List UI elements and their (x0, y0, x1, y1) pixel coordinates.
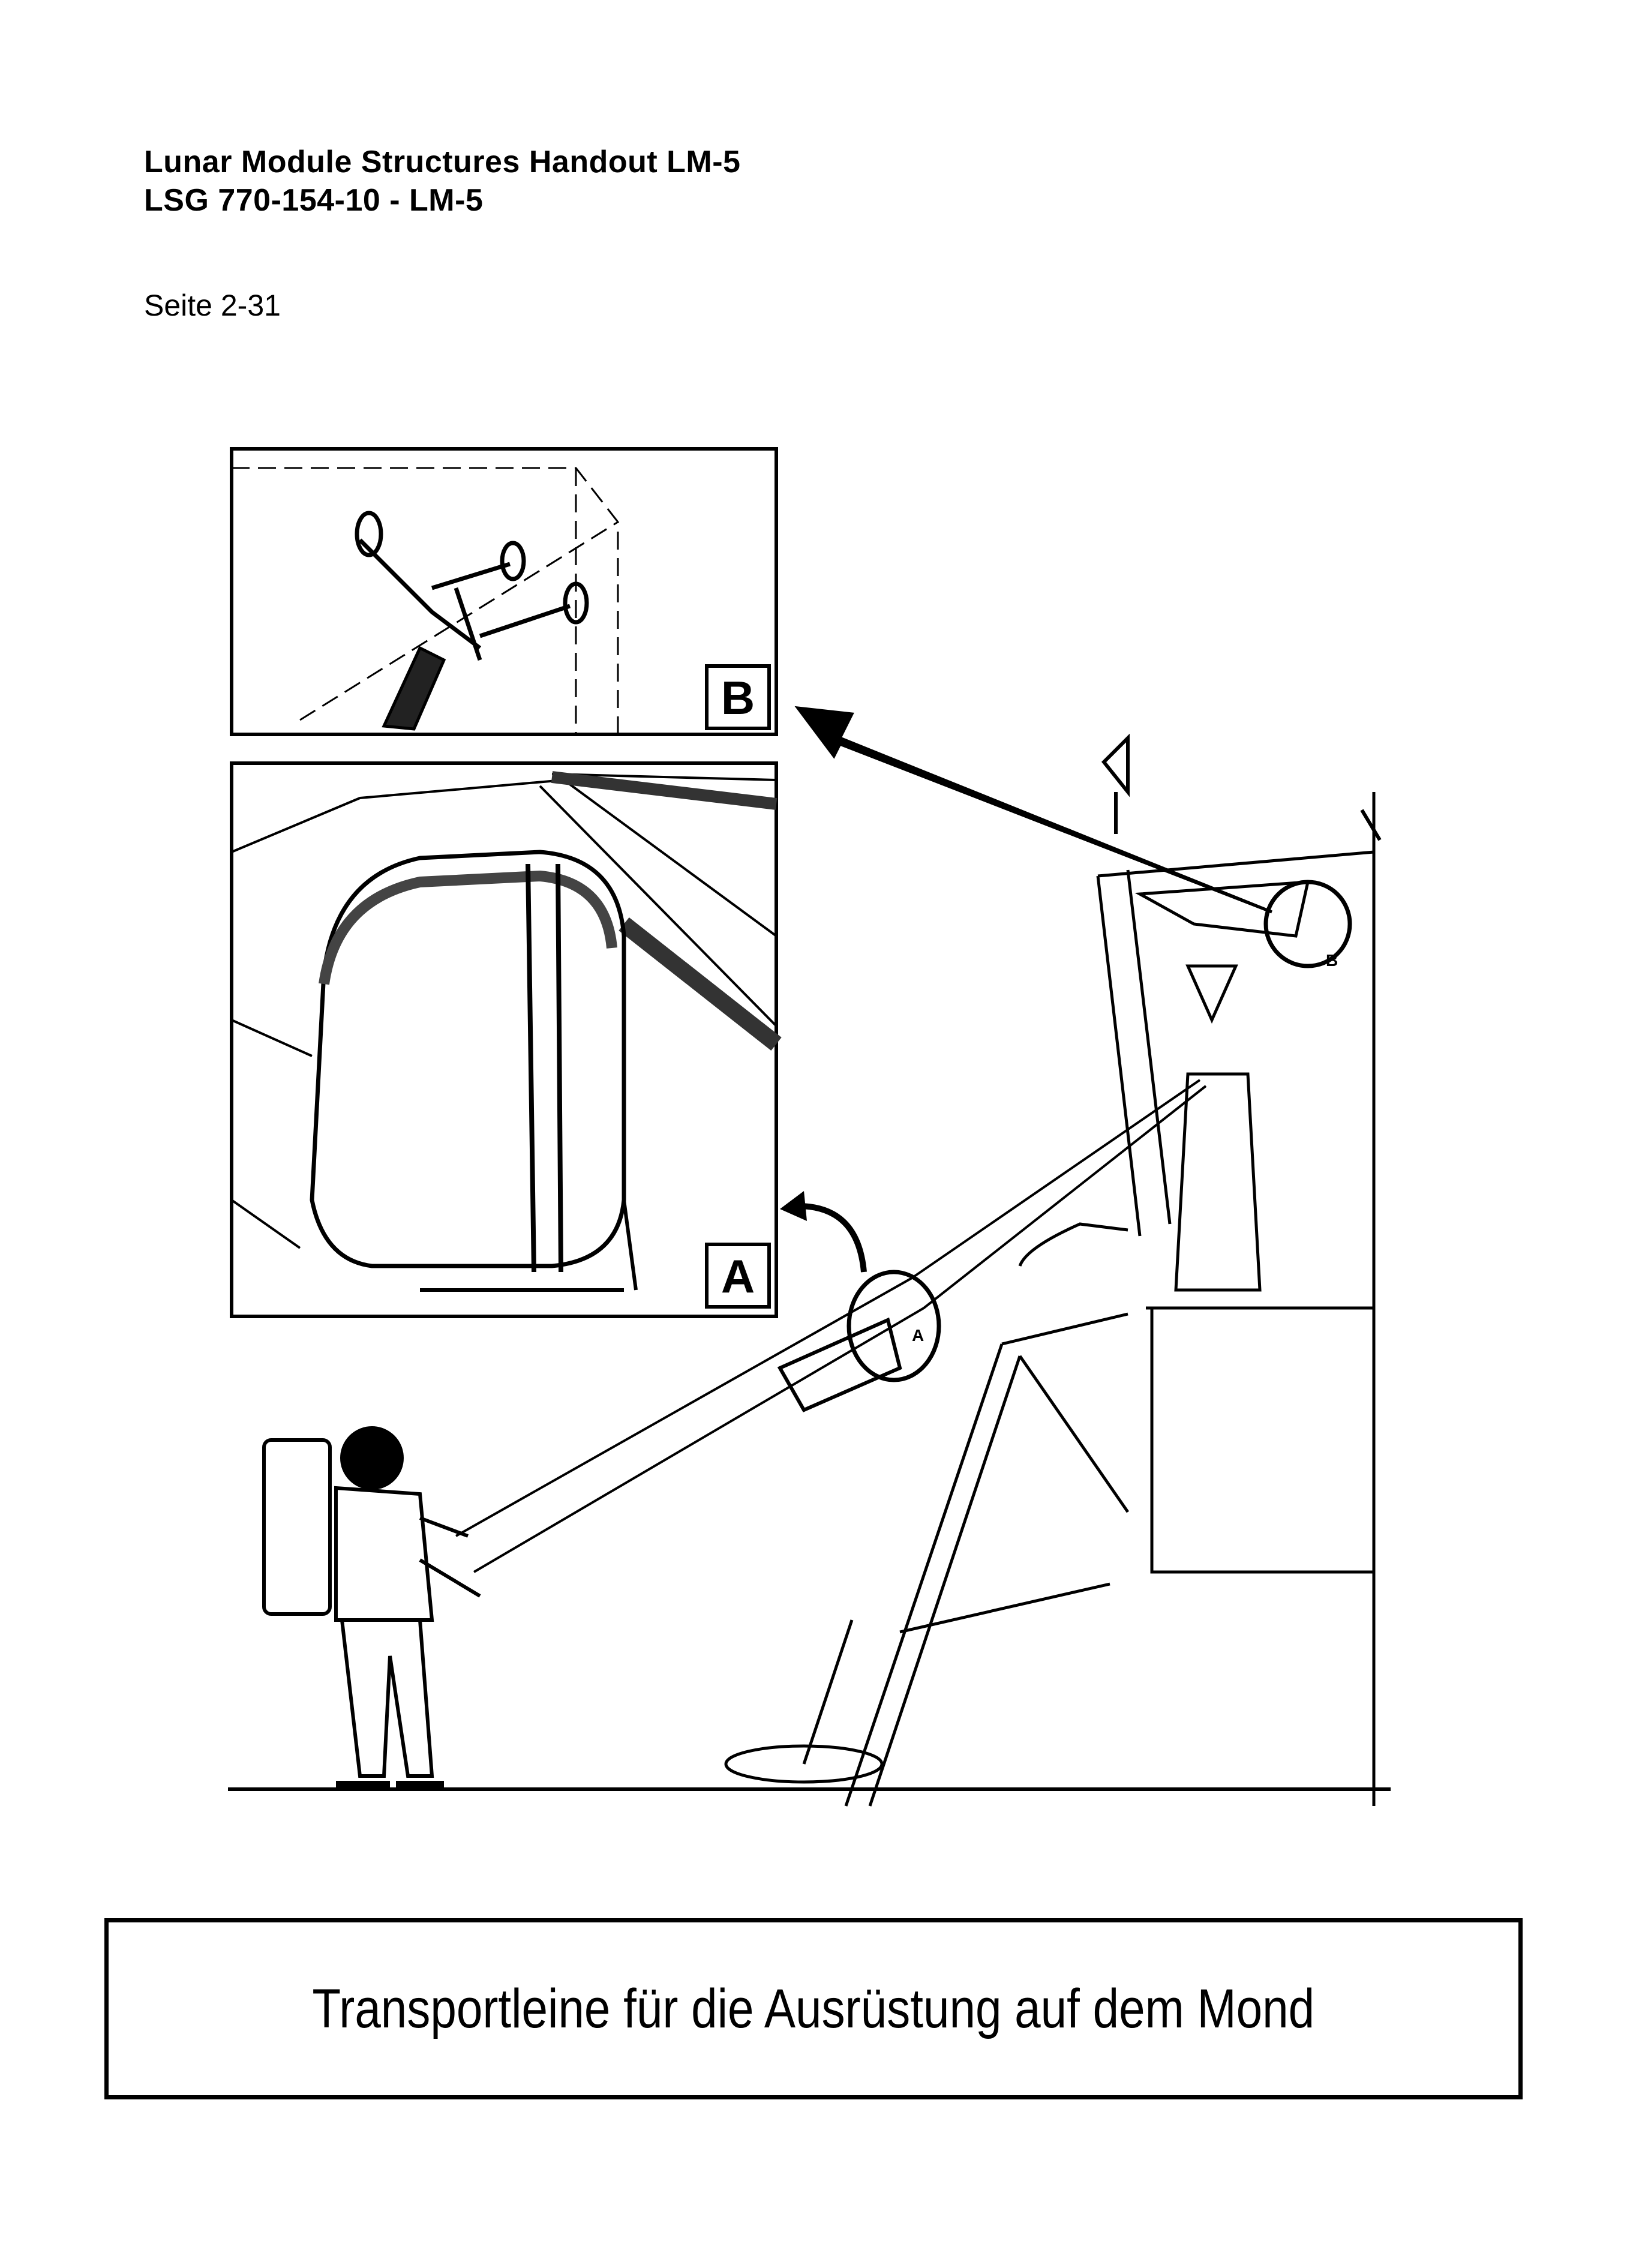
arrow-to-a (797, 1203, 867, 1273)
title-line-1: Lunar Module Structures Handout LM-5 (144, 145, 741, 179)
arrow-to-b (794, 706, 1272, 914)
inset-a-label: A (721, 1250, 755, 1303)
inset-a-label-box (705, 1243, 771, 1309)
tether-line (619, 917, 782, 1051)
hook-pegs (355, 511, 589, 661)
title-line-2: LSG 770-154-10 - LM-5 (144, 183, 484, 218)
strap-top (551, 771, 778, 810)
lunar-module: B (724, 733, 1382, 1807)
page-number: Seite 2-31 (144, 289, 281, 322)
inset-b-detail: B (230, 447, 778, 736)
inset-a-detail: A (230, 761, 782, 1318)
inset-b-label: B (721, 671, 755, 724)
transport-tether (455, 1079, 1207, 1573)
equipment-on-line (777, 1317, 902, 1412)
callout-circle-b (1263, 880, 1352, 968)
inset-b-label-box (705, 664, 771, 730)
figure-caption: Transportleine für die Ausrüstung auf de… (312, 1978, 1315, 2039)
document-title: Lunar Module Structures Handout LM-5 LSG… (144, 143, 740, 220)
equipment-container (310, 850, 626, 1268)
astronaut (262, 1426, 481, 1789)
callout-circle-a (846, 1270, 941, 1382)
strap (382, 646, 446, 731)
callout-a-label: A (912, 1326, 924, 1345)
callout-b-label: B (1326, 951, 1338, 970)
caption-box: Transportleine für die Ausrüstung auf de… (104, 1918, 1523, 2099)
